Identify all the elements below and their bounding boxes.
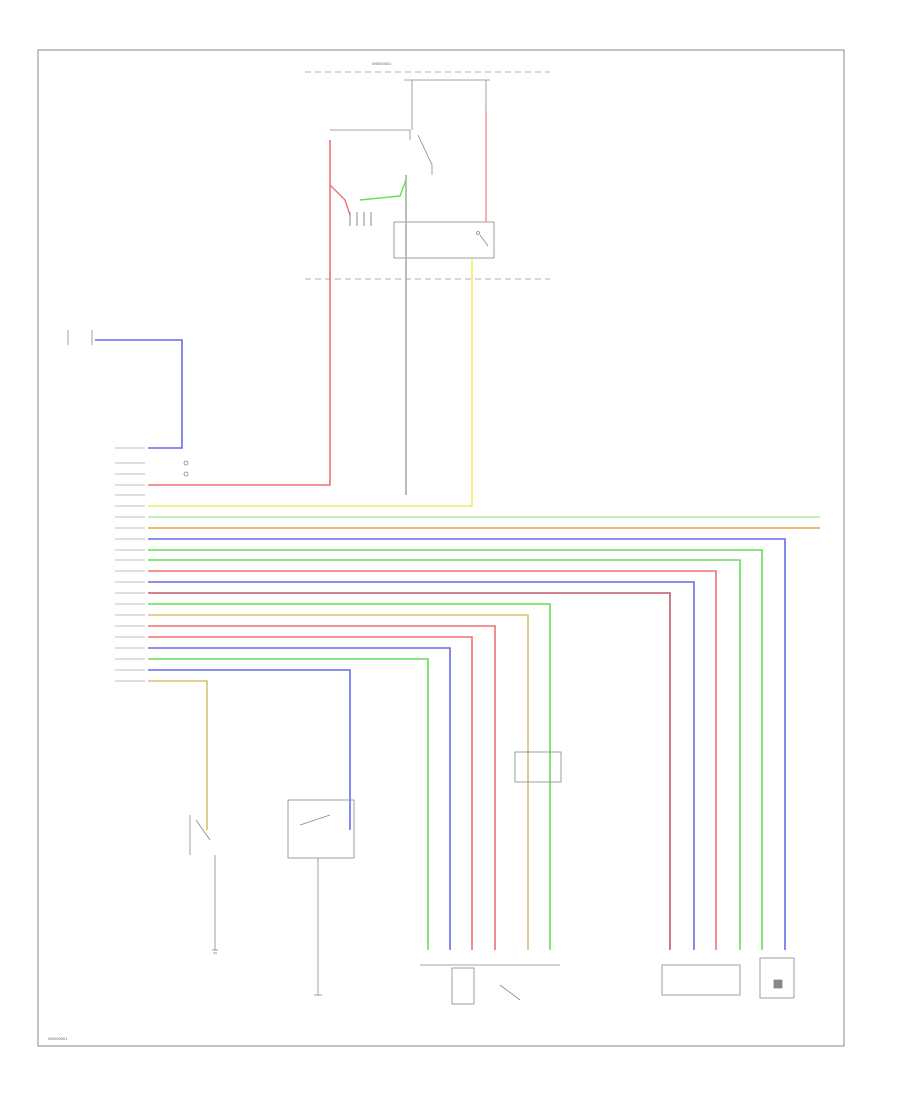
wire-green-mcu-2	[148, 658, 429, 950]
wire-green-fuse-jumper	[359, 179, 407, 201]
throttle-actuator	[661, 957, 795, 999]
wire-red-throttle	[148, 570, 717, 950]
diagram-code: W0000001	[48, 1036, 68, 1041]
fuse-box-components	[330, 79, 495, 259]
fuse-box-connector-pins	[349, 212, 372, 226]
brake-switch	[189, 815, 218, 954]
wire-tan-switch	[148, 680, 208, 830]
wire-red-fuse-jumper	[329, 184, 351, 216]
bottom-connector	[420, 964, 560, 1005]
wire-yellow-fuse-feed	[148, 258, 473, 507]
wire-blue-mcu	[148, 647, 451, 950]
wire-green-throttle-2	[148, 559, 741, 950]
wire-red-mcu-1	[148, 625, 496, 950]
wire-red-fuse-feed	[148, 140, 331, 486]
junction-2	[183, 471, 189, 477]
wire-violet-throttle	[148, 581, 695, 950]
junction-1	[183, 460, 189, 466]
wire-green-throttle-1	[148, 549, 763, 950]
ecm-pin-rows	[115, 447, 145, 682]
fuse-box-label: W0000001	[372, 61, 392, 66]
wire-green-mcu-1	[148, 603, 551, 950]
key-sensor-lead	[67, 330, 183, 449]
wire-blue-tcm	[148, 669, 351, 830]
diagram-frame	[37, 49, 845, 1047]
wire-darkred-throttle	[148, 592, 671, 950]
control-unit-box	[514, 751, 562, 783]
wire-tan-mcu	[148, 614, 529, 950]
wire-blue-throttle	[148, 538, 786, 950]
wire-red-mcu-2	[148, 636, 473, 950]
transmission-range-switch	[287, 799, 355, 996]
